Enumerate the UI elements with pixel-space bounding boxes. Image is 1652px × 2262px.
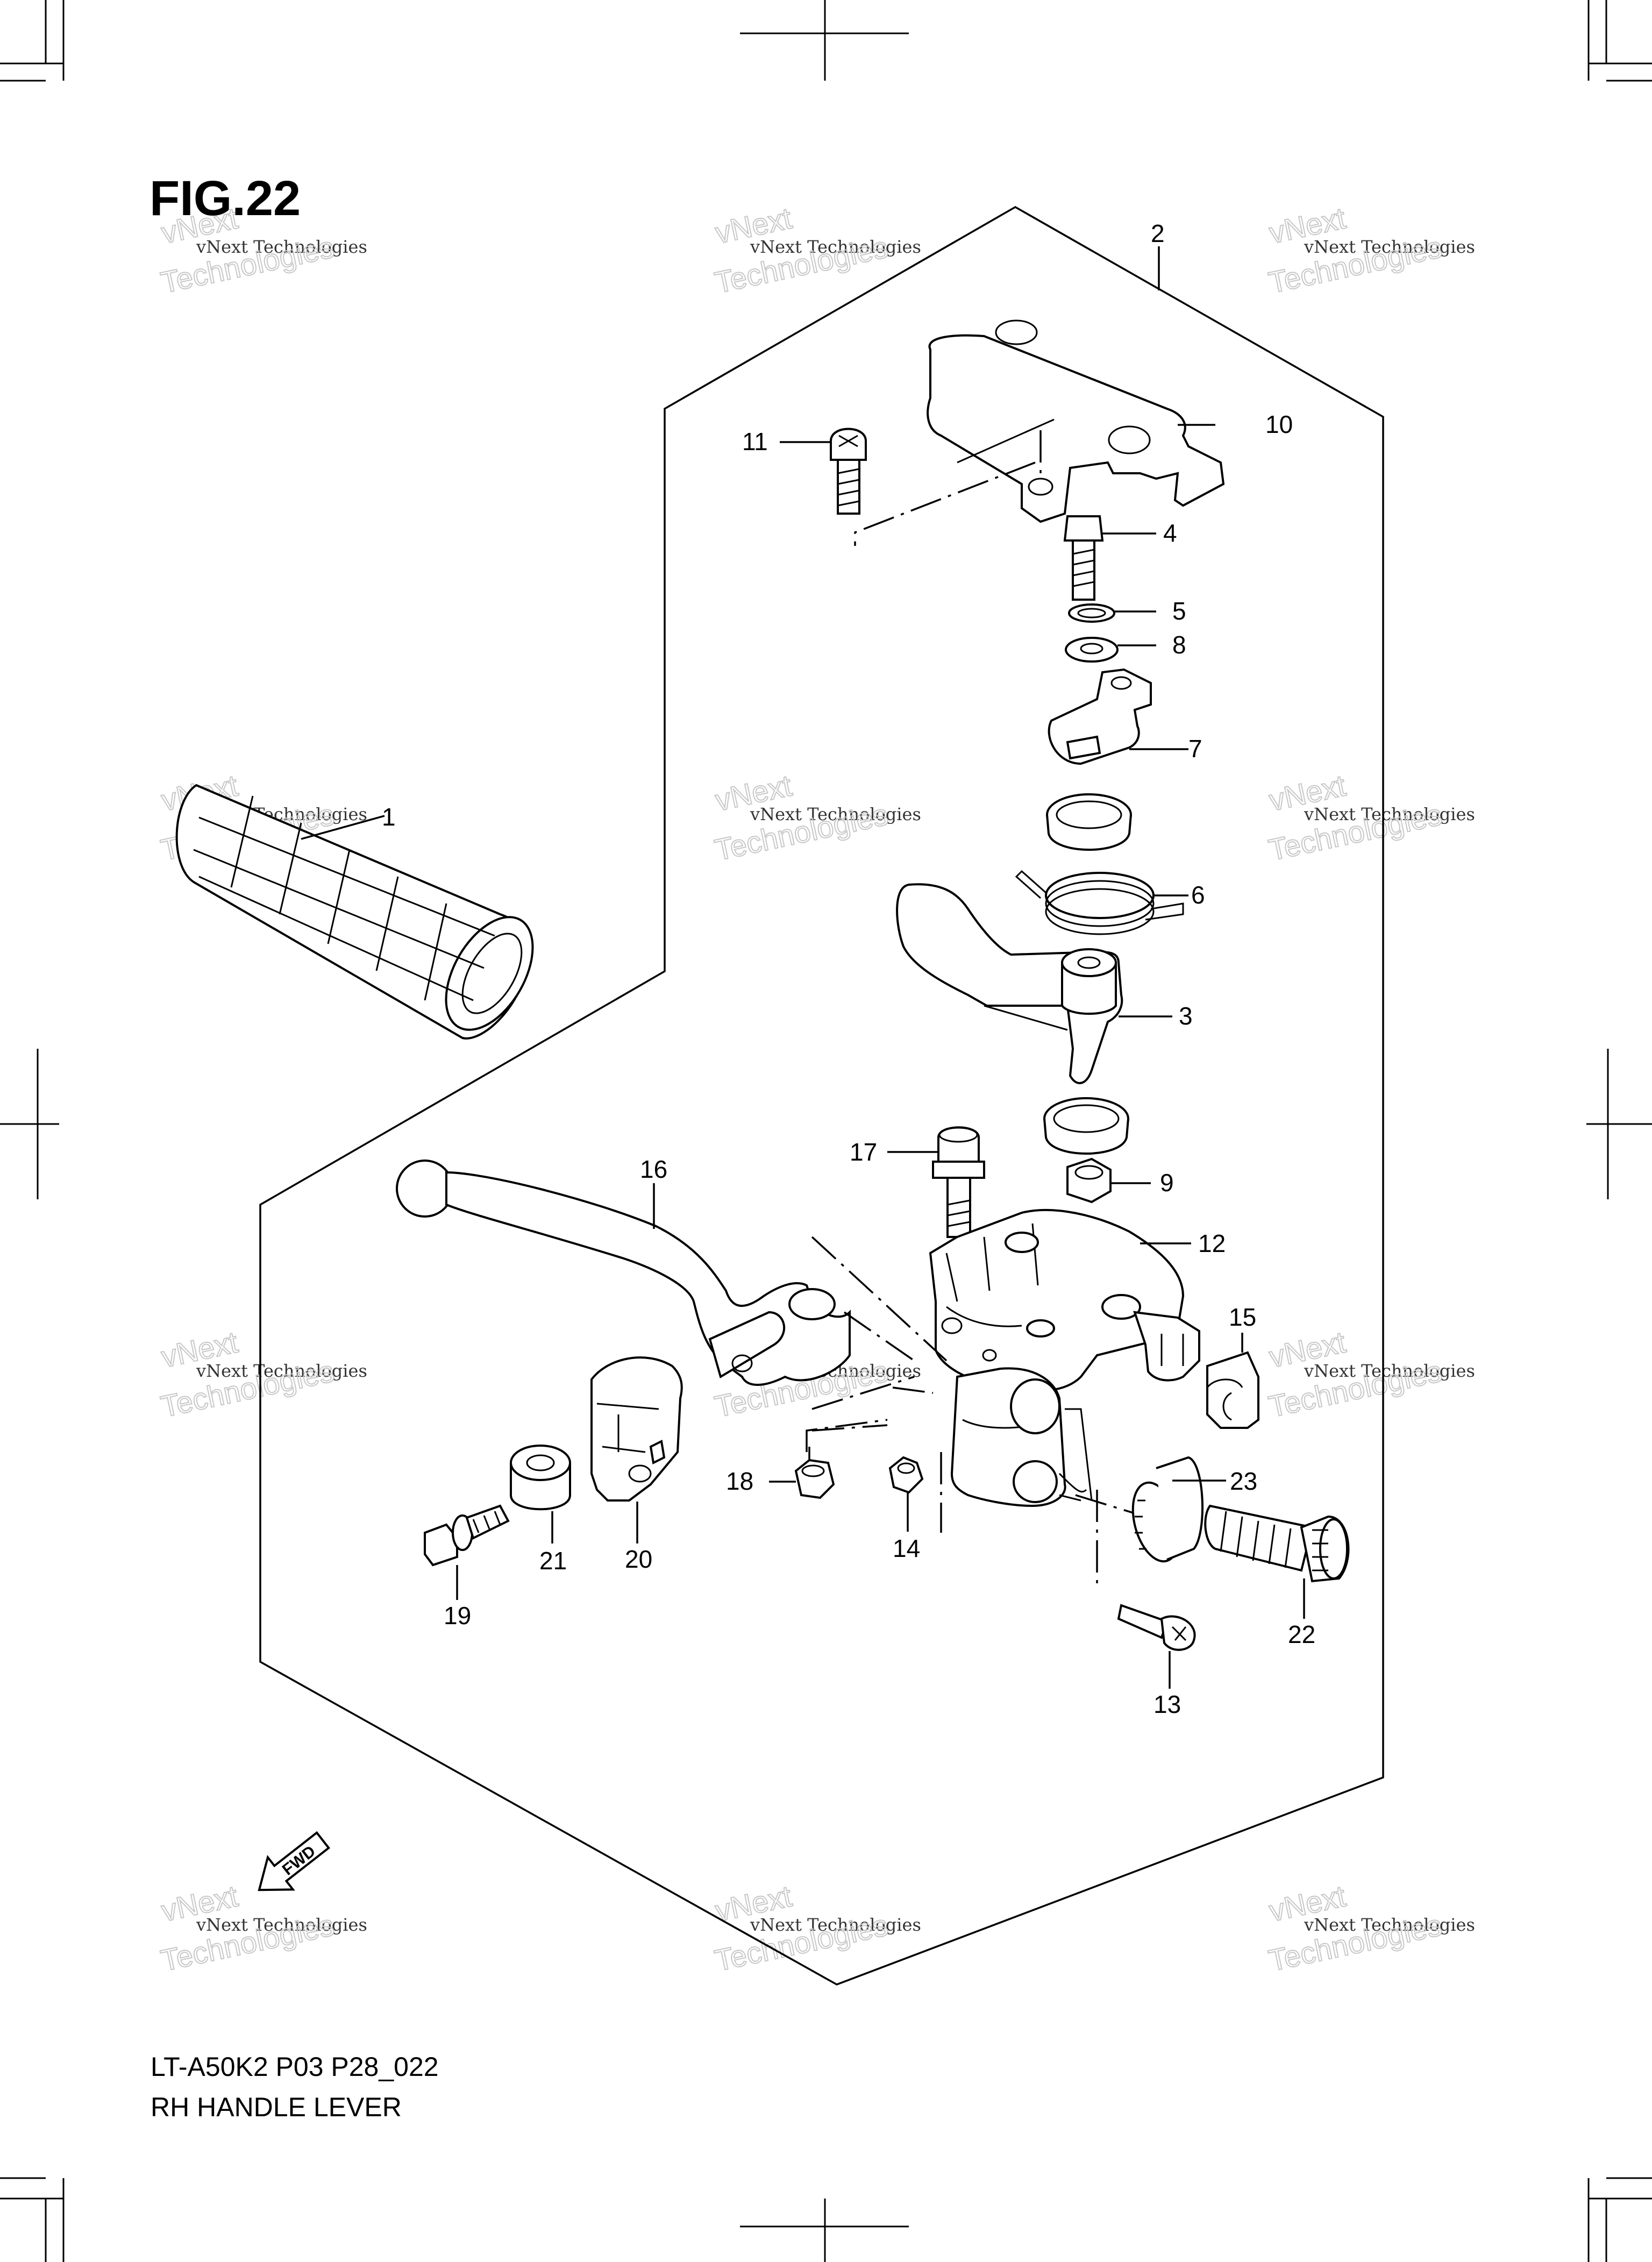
washer-small-hole	[1077, 608, 1106, 618]
washer	[1065, 637, 1119, 663]
callout-6: 6	[1191, 881, 1205, 909]
callout-8: 8	[1172, 631, 1186, 659]
lever-housing	[929, 1208, 1200, 1507]
watermark-line1: vNext Technologies	[196, 1915, 367, 1935]
bracket-bolt	[424, 1504, 510, 1567]
fwd-arrow: FWD	[258, 1831, 331, 1891]
watermark-line1: vNext Technologies	[1304, 237, 1475, 257]
callout-7: 7	[1188, 735, 1202, 763]
callout-13: 13	[1153, 1690, 1181, 1718]
callout-16: 16	[640, 1155, 667, 1183]
collar	[510, 1445, 571, 1511]
small-screw	[1117, 1604, 1196, 1651]
washer-small	[1068, 603, 1115, 623]
grip	[175, 784, 534, 1040]
callout-23: 23	[1230, 1467, 1257, 1495]
callout-9: 9	[1160, 1169, 1174, 1197]
callout-22: 22	[1288, 1620, 1315, 1648]
brake-lever	[396, 1160, 851, 1386]
nut-14	[888, 1456, 924, 1494]
callout-12: 12	[1198, 1229, 1226, 1257]
lever-bolt	[932, 1126, 985, 1238]
callout-18: 18	[726, 1467, 753, 1495]
callout-3: 3	[1179, 1002, 1193, 1030]
washer-hole	[1080, 643, 1103, 655]
screw	[830, 428, 867, 515]
watermark-line1: vNext Technologies	[750, 1915, 921, 1935]
callout-4: 4	[1163, 519, 1177, 547]
rubber-cap	[1206, 1351, 1259, 1429]
callout-19: 19	[444, 1602, 471, 1630]
figure-caption: RH HANDLE LEVER	[151, 2092, 402, 2122]
cover	[927, 319, 1225, 523]
spring	[1015, 870, 1184, 935]
ring-upper	[1046, 793, 1132, 851]
nut-18	[794, 1459, 835, 1499]
callout-20: 20	[625, 1545, 652, 1573]
watermark-line1: vNext Technologies	[196, 237, 367, 257]
ring-lower	[1043, 1097, 1129, 1155]
callout-10: 10	[1265, 410, 1293, 438]
adjuster-nut	[1131, 1456, 1204, 1563]
throttle-lever	[896, 883, 1123, 1084]
adjuster-bolt	[1204, 1504, 1350, 1583]
callout-2: 2	[1151, 219, 1165, 247]
watermark-line1: vNext Technologies	[196, 1361, 367, 1381]
figure-title: FIG.22	[149, 171, 301, 226]
callout-5: 5	[1172, 597, 1186, 625]
callout-17: 17	[850, 1138, 877, 1166]
watermark-line1: vNext Technologies	[750, 804, 921, 824]
callout-15: 15	[1229, 1303, 1256, 1331]
watermark-line1: vNext Technologies	[1304, 1361, 1475, 1381]
watermark-line1: vNext Technologies	[750, 237, 921, 257]
callout-1: 1	[382, 803, 396, 831]
nut	[1066, 1157, 1112, 1204]
callout-21: 21	[539, 1547, 567, 1575]
watermark-line1: vNext Technologies	[1304, 804, 1475, 824]
callout-11: 11	[742, 428, 768, 456]
bolt	[1063, 515, 1104, 601]
assembly-boundary	[259, 205, 1384, 1986]
leader-lines	[301, 246, 1305, 1689]
watermark-line1: vNext Technologies	[1304, 1915, 1475, 1935]
plate	[1048, 668, 1152, 765]
bracket	[590, 1356, 683, 1502]
callout-14: 14	[893, 1534, 920, 1562]
model-code: LT-A50K2 P03 P28_022	[151, 2052, 439, 2082]
callout-labels: 1 2 3 4 5 6 7 8 9 10 11 12 13 14 15 16 1…	[382, 219, 1315, 1718]
